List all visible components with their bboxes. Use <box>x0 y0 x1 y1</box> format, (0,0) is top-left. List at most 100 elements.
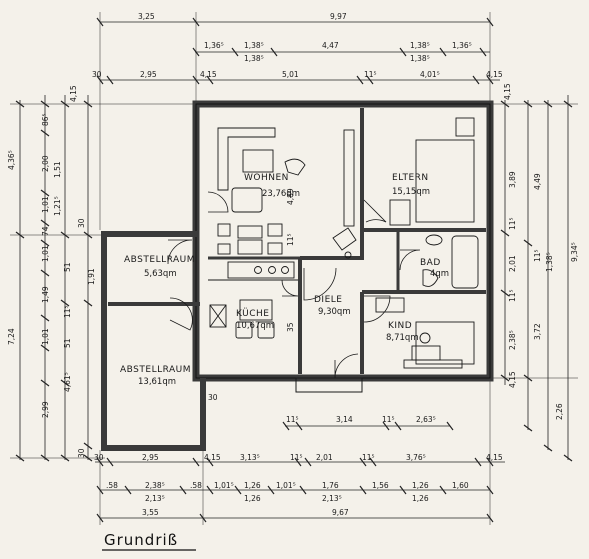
dim-label: 2,95 <box>142 453 159 462</box>
dim-label: 9,67 <box>332 508 349 517</box>
dim-label: .58 <box>106 481 118 490</box>
dim-label: 35 <box>286 322 295 332</box>
door-swings <box>167 191 421 379</box>
dim-label: 2,01 <box>316 453 333 462</box>
dim-label: 1,49 <box>41 286 50 303</box>
room-area-kind: 8,71qm <box>386 333 419 343</box>
dim-label: 1,38⁵ <box>244 41 264 50</box>
dim-label: 1,38⁵ <box>244 54 264 63</box>
dim-label: 4,49 <box>533 173 542 190</box>
dim-label: 2,95 <box>140 70 157 79</box>
dim-label: 3,89 <box>508 171 517 188</box>
dim-label: 2,13⁵ <box>322 494 342 503</box>
plan-title: Grundriß <box>104 531 178 549</box>
room-name-kind: KIND <box>388 321 412 331</box>
dim-label: 9,34⁵ <box>570 242 579 262</box>
dim-label: 1,01 <box>41 328 50 345</box>
dim-label: .58 <box>190 481 202 490</box>
dim-label: 4,89 <box>286 188 295 205</box>
dim-label: 1,60 <box>452 481 469 490</box>
dim-label: 11⁵ <box>533 249 542 262</box>
dim-label: 1,36⁵ <box>204 41 224 50</box>
dim-label: 2,00 <box>41 155 50 172</box>
dim-label: 3,55 <box>142 508 159 517</box>
dim-label: 1,26 <box>412 494 429 503</box>
room-area-kueche: 10,67qm <box>236 321 274 331</box>
dim-label: 1,01 <box>41 196 50 213</box>
dim-label: 2,63⁵ <box>416 415 436 424</box>
dim-label: 1,51 <box>53 161 62 178</box>
dim-label: 11⁵ <box>364 70 377 79</box>
dim-label: 11⁵ <box>290 453 303 462</box>
dim-label: 4,61⁵ <box>63 372 72 392</box>
dim-label: 5,01 <box>282 70 299 79</box>
dim-label: 11⁵ <box>382 415 395 424</box>
dim-label: 1,38⁵ <box>545 252 554 272</box>
dim-label: 1,91 <box>87 268 96 285</box>
dim-label: 4,01⁵ <box>420 70 440 79</box>
room-name-kueche: KÜCHE <box>236 308 270 319</box>
room-area-wohnen: 23,76qm <box>262 189 300 199</box>
dim-label: 2,99 <box>41 401 50 418</box>
room-name-abstellraum-1: ABSTELLRAUM <box>124 255 195 265</box>
dim-label: 4,15 <box>503 83 512 100</box>
dim-label: 1,38⁵ <box>410 54 430 63</box>
dim-label: 30 <box>77 218 86 228</box>
dim-label: 1,26 <box>412 481 429 490</box>
dim-label: 4,15 <box>486 70 503 79</box>
dim-label: 3,25 <box>138 12 155 21</box>
dim-label: 3,14 <box>336 415 353 424</box>
dim-label: 1,01⁵ <box>214 481 234 490</box>
dim-label: 11⁵ <box>508 217 517 230</box>
room-name-abstellraum-2: ABSTELLRAUM <box>120 365 191 375</box>
dim-label: 51 <box>63 262 72 272</box>
dim-label: 3,76⁵ <box>406 453 426 462</box>
furniture <box>209 117 479 369</box>
dim-label: 1,01⁵ <box>276 481 296 490</box>
room-name-wohnen: WOHNEN <box>244 173 289 183</box>
dim-label: 4,36⁵ <box>7 150 16 170</box>
dim-label: 1,01 <box>41 245 50 262</box>
walls <box>101 100 494 451</box>
dim-label: 4,15 <box>204 453 221 462</box>
room-area-abstellraum-2: 13,61qm <box>138 377 176 387</box>
dim-label: 4,47 <box>322 41 339 50</box>
room-name-eltern: ELTERN <box>392 173 429 183</box>
dim-label: 11⁵ <box>508 289 517 302</box>
room-labels: WOHNEN 23,76qm ELTERN 15,15qm ABSTELLRAU… <box>120 173 449 387</box>
dim-label: 9,97 <box>330 12 347 21</box>
dim-label: 30 <box>208 393 218 402</box>
dim-label: 4,15 <box>508 371 517 388</box>
dim-label: 4,15 <box>486 453 503 462</box>
dim-label: 86⁵ <box>41 113 50 126</box>
dim-label: 1,76 <box>322 481 339 490</box>
dim-label: 30 <box>94 453 104 462</box>
dim-label: 2,38⁵ <box>508 330 517 350</box>
dim-label: 2,38⁵ <box>145 481 165 490</box>
dim-label: 11⁵ <box>63 305 72 318</box>
dimension-lines <box>10 12 578 525</box>
dim-label: 1,26 <box>244 494 261 503</box>
dim-label: 11⁵ <box>362 453 375 462</box>
dim-label: 2,26 <box>555 403 564 420</box>
dim-label: 11⁵ <box>286 415 299 424</box>
dim-label: 3,13⁵ <box>240 453 260 462</box>
dim-label: 4,15 <box>200 70 217 79</box>
room-name-diele: DIELE <box>314 295 342 305</box>
dim-label: 3,72 <box>533 323 542 340</box>
dim-label: 1,56 <box>372 481 389 490</box>
dim-label: 1,36⁵ <box>452 41 472 50</box>
dim-label: 51 <box>63 338 72 348</box>
room-name-bad: BAD <box>420 258 441 268</box>
dimension-texts: 3,25 9,97 1,36⁵ 1,38⁵ 4,47 1,38⁵ 1,36⁵ 1… <box>7 12 579 517</box>
room-area-bad: 4qm <box>430 269 449 279</box>
dim-label: 30 <box>92 70 102 79</box>
dim-label: 30 <box>77 448 86 458</box>
dim-label: 7,24 <box>7 328 16 345</box>
dim-label: 74 <box>41 226 50 236</box>
room-area-abstellraum-1: 5,63qm <box>144 269 177 279</box>
dim-label: 2,13⁵ <box>145 494 165 503</box>
dim-label: 1,21⁵ <box>53 196 62 216</box>
room-area-eltern: 15,15qm <box>392 187 430 197</box>
